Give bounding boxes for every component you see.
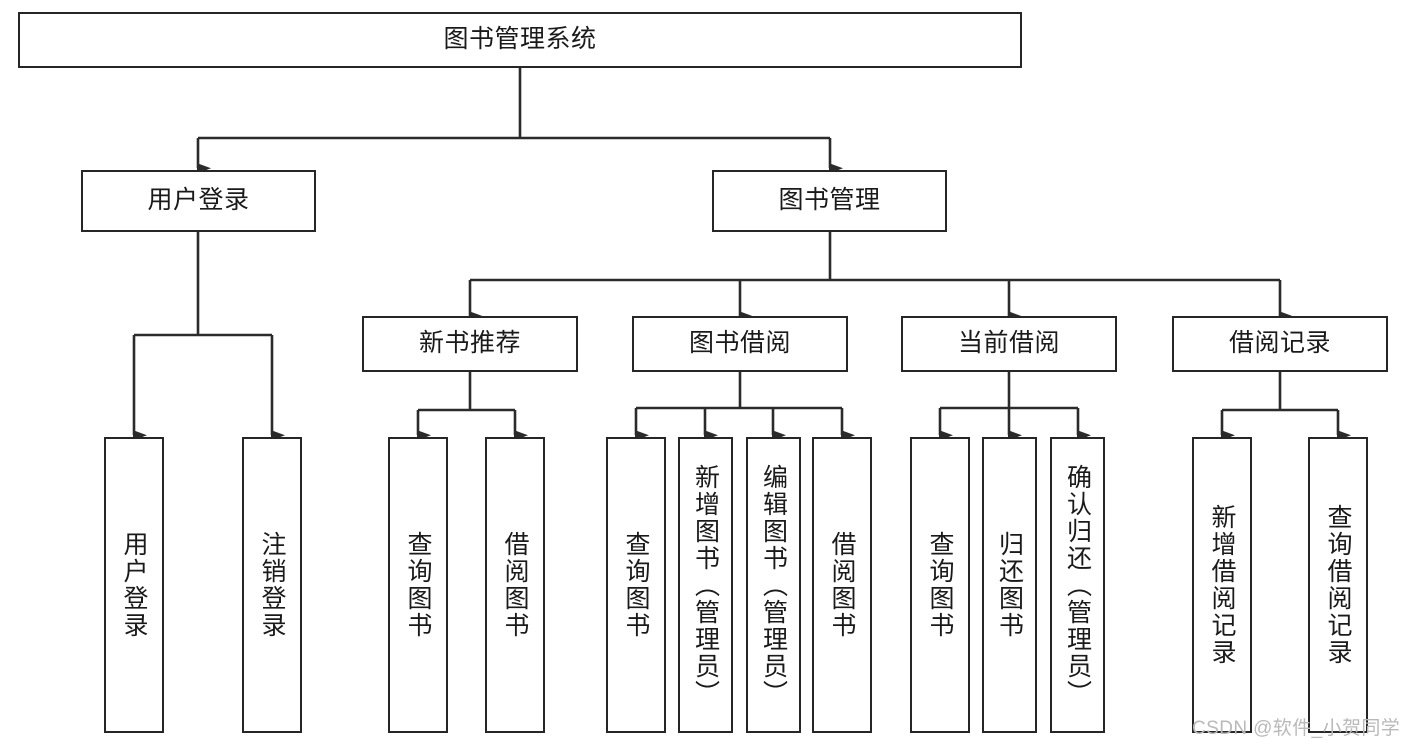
leaf-borrow-book[interactable]: 借阅图书 [812, 437, 872, 733]
node-label: 图书管理 [778, 186, 881, 215]
node-label: 编辑图书（管理员） [759, 463, 788, 707]
leaf-logout-login[interactable]: 注销登录 [242, 437, 302, 733]
node-label: 借阅图书 [501, 531, 529, 639]
node-current-borrow[interactable]: 当前借阅 [901, 316, 1117, 372]
leaf-user-login[interactable]: 用户登录 [104, 437, 164, 733]
node-book-manage[interactable]: 图书管理 [712, 170, 947, 232]
node-label: 查询图书 [622, 531, 650, 639]
node-label: 新增图书（管理员） [691, 463, 720, 707]
leaf-query-book-borrow[interactable]: 查询图书 [606, 437, 666, 733]
leaf-add-borrow-record[interactable]: 新增借阅记录 [1192, 437, 1252, 733]
node-label: 注销登录 [258, 531, 286, 639]
leaf-edit-book[interactable]: 编辑图书（管理员） [746, 437, 801, 733]
node-new-book-recommend[interactable]: 新书推荐 [362, 316, 578, 372]
node-label: 查询图书 [926, 531, 954, 639]
leaf-return-book[interactable]: 归还图书 [982, 437, 1037, 733]
node-label: 借阅图书 [828, 531, 856, 639]
node-book-borrow[interactable]: 图书借阅 [632, 316, 848, 372]
node-user-login[interactable]: 用户登录 [81, 170, 316, 232]
leaf-confirm-return[interactable]: 确认归还（管理员） [1050, 437, 1105, 733]
leaf-add-book[interactable]: 新增图书（管理员） [678, 437, 733, 733]
node-label: 用户登录 [147, 186, 250, 215]
node-label: 查询图书 [404, 531, 432, 639]
node-label: 新增借阅记录 [1208, 504, 1236, 666]
leaf-query-borrow-record[interactable]: 查询借阅记录 [1308, 437, 1368, 733]
node-book-management-system[interactable]: 图书管理系统 [18, 12, 1022, 68]
watermark-text: CSDN @软件_小贺同学 [1192, 718, 1401, 739]
node-label: 用户登录 [120, 531, 148, 639]
node-label: 图书借阅 [688, 329, 791, 358]
node-borrow-record[interactable]: 借阅记录 [1172, 316, 1388, 372]
leaf-query-book-current[interactable]: 查询图书 [910, 437, 970, 733]
node-label: 查询借阅记录 [1324, 504, 1352, 666]
node-label: 新书推荐 [418, 329, 521, 358]
leaf-query-book-recommend[interactable]: 查询图书 [388, 437, 448, 733]
leaf-borrow-book-recommend[interactable]: 借阅图书 [485, 437, 545, 733]
node-label: 图书管理系统 [443, 25, 597, 54]
node-label: 借阅记录 [1228, 329, 1331, 358]
node-label: 归还图书 [995, 531, 1024, 639]
node-label: 当前借阅 [957, 329, 1060, 358]
node-label: 确认归还（管理员） [1063, 463, 1092, 707]
